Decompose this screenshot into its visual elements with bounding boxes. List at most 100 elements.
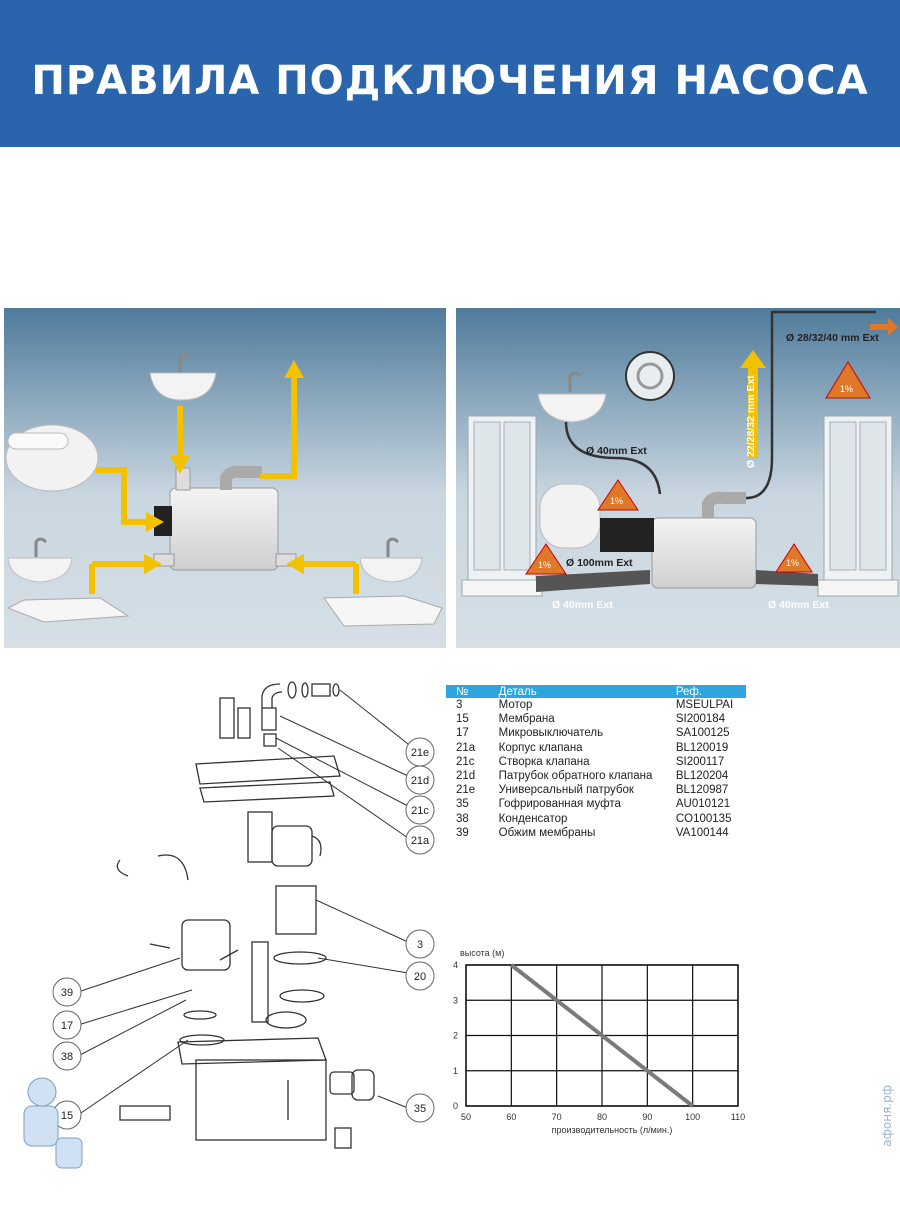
table-header-row: № Деталь Реф. [446, 685, 746, 698]
slope-label: 1% [538, 560, 551, 570]
x-tick-label: 90 [642, 1112, 652, 1122]
vertical-pipe-label: Ø 22/28/32 mm Ext [745, 375, 757, 468]
toilet-icon [5, 424, 99, 492]
callout-39: 39 [61, 987, 73, 999]
slope-warning-icon [525, 361, 871, 575]
callout-38: 38 [61, 1051, 73, 1063]
table-row: 38 Конденсатор CO100135 [446, 812, 746, 826]
x-tick-label: 50 [461, 1112, 471, 1122]
table-row: 39 Обжим мембраны VA100144 [446, 826, 746, 840]
shower-cabin-right-icon [817, 415, 899, 597]
watermark-text: афоня.рф [880, 1085, 894, 1147]
pump-parts-icon [116, 681, 375, 1149]
plumber-mascot-icon [23, 1077, 83, 1169]
performance-curve [510, 963, 694, 1108]
outflow-arrow-icon [870, 318, 898, 336]
table-cell: Обжим мембраны [498, 826, 596, 839]
table-cell: Створка клапана [498, 755, 590, 768]
shower-tray-left-icon [6, 597, 130, 623]
x-tick-label: 100 [685, 1112, 700, 1122]
x-tick-label: 70 [552, 1112, 562, 1122]
table-cell: BL120204 [675, 770, 729, 783]
table-row: 21c Створка клапана SI200117 [446, 755, 746, 769]
shower-tray-right-icon [323, 595, 443, 627]
drain-grate-icon [625, 351, 675, 401]
table-cell: MSEULPAI [675, 699, 734, 712]
callout-21e: 21e [411, 747, 429, 759]
sink-pipe-label: Ø 40mm Ext [586, 445, 647, 457]
x-tick-label: 80 [597, 1112, 607, 1122]
y-tick-label: 2 [453, 1031, 458, 1041]
basin-right-icon [359, 537, 423, 583]
sink-icon [537, 371, 607, 423]
table-cell: 35 [456, 798, 469, 811]
table-row: 21d Патрубок обратного клапана BL120204 [446, 769, 746, 783]
col-ref-header: Реф. [673, 685, 746, 698]
sink-icon [149, 353, 217, 401]
callout-3: 3 [417, 939, 423, 951]
title-banner: ПРАВИЛА ПОДКЛЮЧЕНИЯ НАСОСА [0, 0, 900, 147]
x-tick-label: 60 [506, 1112, 516, 1122]
y-tick-label: 0 [453, 1101, 458, 1111]
basin-left-icon [7, 537, 73, 583]
table-cell: 21d [456, 770, 476, 783]
flow-arrows-icon [89, 376, 359, 594]
pump-unit-icon [153, 465, 297, 571]
callout-21c: 21c [411, 805, 429, 817]
table-cell: SA100125 [675, 727, 730, 740]
table-cell: Универсальный патрубок [498, 784, 634, 797]
toilet-pipe-icon [600, 518, 654, 552]
table-cell: 39 [456, 826, 469, 839]
outflow-diameter-label: Ø 28/32/40 mm Ext [786, 332, 879, 344]
table-cell: 21a [456, 741, 476, 754]
table-cell: 21c [456, 755, 475, 768]
page-title: ПРАВИЛА ПОДКЛЮЧЕНИЯ НАСОСА [31, 58, 869, 104]
callout-21d: 21d [411, 775, 429, 787]
up-arrow-icon [740, 350, 766, 458]
y-tick-label: 4 [453, 960, 458, 970]
shower-cabin-left-icon [461, 415, 543, 597]
table-cell: BL120019 [675, 741, 729, 754]
table-row: 21e Универсальный патрубок BL120987 [446, 783, 746, 797]
col-part-header: Деталь [496, 685, 674, 698]
right-floor-pipe-label: Ø 40mm Ext [768, 599, 829, 611]
table-cell: 17 [456, 727, 469, 740]
table-cell: AU010121 [675, 798, 731, 811]
exploded-parts-drawing: 21e 21d 21c 21a 3 20 39 17 38 15 35 [0, 660, 900, 1200]
table-cell: Микровыключатель [498, 727, 604, 740]
table-cell: 3 [456, 699, 463, 712]
table-row: 17 Микровыключатель SA100125 [446, 726, 746, 740]
pump-unit-icon [651, 491, 757, 589]
installation-diagram-right: 1% 1% 1% 1% Ø 28/32/40 mm Ext Ø 22/28/32… [456, 308, 900, 648]
slope-label: 1% [786, 558, 799, 568]
slope-label: 1% [840, 384, 853, 394]
table-cell: Гофрированная муфта [498, 798, 621, 811]
table-cell: Патрубок обратного клапана [498, 770, 653, 783]
col-number-header: № [446, 685, 497, 698]
x-tick-label: 110 [731, 1112, 745, 1122]
installation-diagram-left [4, 308, 446, 648]
table-cell: CO100135 [675, 812, 732, 825]
table-cell: Конденсатор [498, 812, 568, 825]
table-cell: 15 [456, 713, 469, 726]
y-axis-label: высота (м) [460, 948, 504, 958]
table-cell: 21e [456, 784, 476, 797]
x-axis-label: производительность (л/мин.) [552, 1125, 673, 1135]
y-tick-label: 1 [453, 1066, 458, 1076]
toilet-pipe-label: Ø 100mm Ext [566, 557, 633, 569]
callout-20: 20 [414, 971, 426, 983]
table-cell: 38 [456, 812, 469, 825]
table-cell: Мембрана [498, 713, 555, 726]
table-cell: BL120987 [675, 784, 729, 797]
callout-17: 17 [61, 1020, 73, 1032]
table-cell: VA100144 [675, 826, 729, 839]
callout-15: 15 [61, 1110, 73, 1122]
left-floor-pipe-label: Ø 40mm Ext [552, 599, 613, 611]
table-cell: SI200184 [675, 713, 726, 726]
toilet-icon [539, 483, 601, 549]
table-cell: SI200117 [675, 755, 725, 768]
callout-35: 35 [414, 1103, 426, 1115]
